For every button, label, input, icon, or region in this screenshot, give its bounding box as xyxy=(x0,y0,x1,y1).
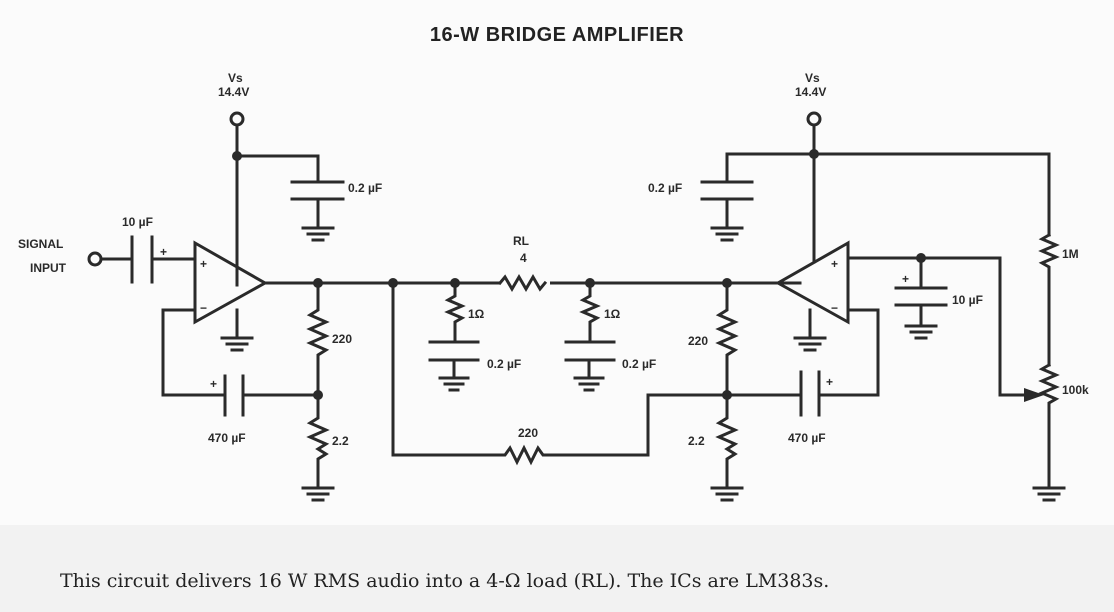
svg-text:RL: RL xyxy=(513,234,529,248)
svg-text:100k: 100k xyxy=(1062,383,1089,397)
vs-left-label: Vs xyxy=(228,71,243,85)
caption-band xyxy=(0,525,1114,612)
r220-left: 220 xyxy=(306,281,352,397)
svg-text:0.2 µF: 0.2 µF xyxy=(622,357,656,371)
diagram-title: 16-W BRIDGE AMPLIFIER xyxy=(429,24,685,46)
svg-text:1Ω: 1Ω xyxy=(468,307,485,321)
r220-right: 220 xyxy=(688,281,739,397)
svg-text:4: 4 xyxy=(520,251,527,265)
load-resistor-rl: RL 4 xyxy=(497,234,550,292)
schematic-panel xyxy=(0,0,1114,525)
svg-text:220: 220 xyxy=(688,334,708,348)
svg-text:INPUT: INPUT xyxy=(30,261,67,275)
snubber-right: 1Ω 0.2 µF xyxy=(564,281,656,392)
cap-bypass-right: 0.2 µF xyxy=(648,180,754,242)
schematic: Vs 14.4V 0.2 µF SIGNAL INPUT + 10 µF + −… xyxy=(18,71,1089,502)
svg-text:470 µF: 470 µF xyxy=(788,431,826,445)
cin-label: 10 µF xyxy=(122,215,153,229)
r22-left: 2.2 xyxy=(301,393,349,502)
c470-right: + 470 µF xyxy=(725,308,880,445)
svg-text:+: + xyxy=(902,272,909,286)
svg-text:220: 220 xyxy=(518,426,538,440)
pot-100k: 100k xyxy=(1024,362,1089,502)
opamp-right: + − xyxy=(774,123,850,352)
svg-text:1M: 1M xyxy=(1062,247,1079,261)
svg-text:1Ω: 1Ω xyxy=(604,307,621,321)
svg-text:+: + xyxy=(831,257,838,271)
svg-text:0.2 µF: 0.2 µF xyxy=(648,181,682,195)
svg-text:14.4V: 14.4V xyxy=(795,85,826,99)
vs-right-terminal: Vs 14.4V xyxy=(725,71,1051,237)
c10-right: + 10 µF xyxy=(846,256,1030,397)
svg-text:10 µF: 10 µF xyxy=(952,293,983,307)
figure-caption: This circuit delivers 16 W RMS audio int… xyxy=(60,570,830,592)
opamp-left: + − + 470 µF xyxy=(161,240,320,445)
r1m: 1M xyxy=(1038,232,1079,367)
cbyp-left-label: 0.2 µF xyxy=(348,181,382,195)
snubber-left: 1Ω 0.2 µF xyxy=(428,281,521,392)
r220-bottom: 220 xyxy=(391,281,729,466)
svg-text:−: − xyxy=(831,301,838,315)
svg-text:220: 220 xyxy=(332,332,352,346)
svg-text:+: + xyxy=(210,377,217,391)
svg-text:0.2 µF: 0.2 µF xyxy=(487,357,521,371)
vs-left-value: 14.4V xyxy=(218,85,249,99)
svg-text:2.2: 2.2 xyxy=(688,434,705,448)
signal-input: SIGNAL INPUT + 10 µF xyxy=(18,215,197,284)
vs-left-terminal: Vs 14.4V xyxy=(218,71,320,287)
svg-text:2.2: 2.2 xyxy=(332,434,349,448)
c470-left-label: 470 µF xyxy=(208,431,246,445)
svg-text:SIGNAL: SIGNAL xyxy=(18,237,63,251)
r22-right: 2.2 xyxy=(688,393,744,502)
svg-text:+: + xyxy=(826,375,833,389)
svg-text:+: + xyxy=(200,257,207,271)
svg-text:Vs: Vs xyxy=(805,71,820,85)
svg-text:−: − xyxy=(200,301,207,315)
cap-bypass-left: 0.2 µF xyxy=(290,180,382,242)
svg-text:+: + xyxy=(160,245,167,259)
